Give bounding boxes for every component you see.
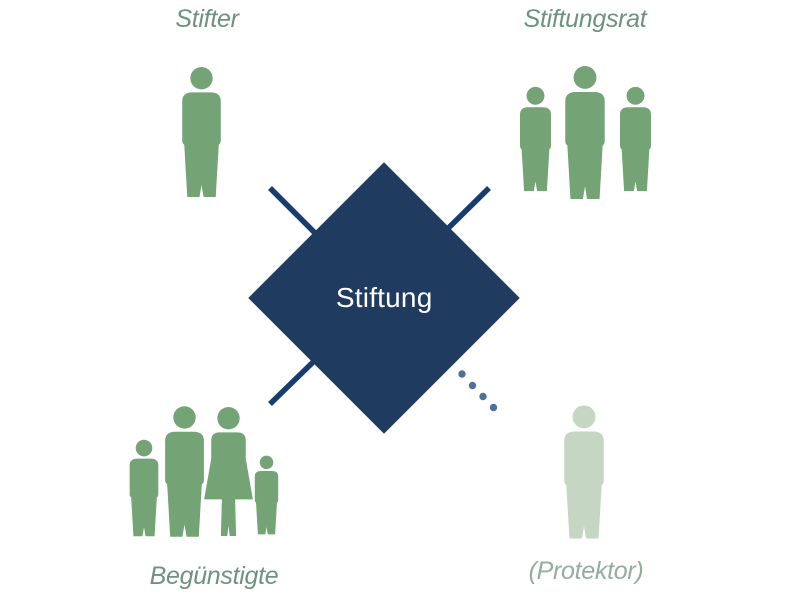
stiftungsrat-person-icon-left <box>515 86 556 192</box>
beguenstigte-label: Begünstigte <box>149 562 279 590</box>
protektor-person-icon <box>558 404 610 540</box>
beguenstigte-boy-icon <box>125 439 163 537</box>
stiftungsrat-label: Stiftungsrat <box>523 5 647 33</box>
stiftungsrat-person-icon-middle <box>559 65 611 200</box>
beguenstigte-woman-icon <box>203 406 254 538</box>
beguenstigte-child-icon <box>251 455 282 535</box>
stifter-person-icon <box>176 66 227 198</box>
stiftung-diamond-label: Stiftung <box>335 282 433 313</box>
protektor-label: (Protektor) <box>528 557 644 585</box>
connector-protektor-dotted-line <box>458 370 498 412</box>
stiftungsrat-person-icon-right <box>615 86 656 192</box>
stifter-label: Stifter <box>175 5 239 33</box>
